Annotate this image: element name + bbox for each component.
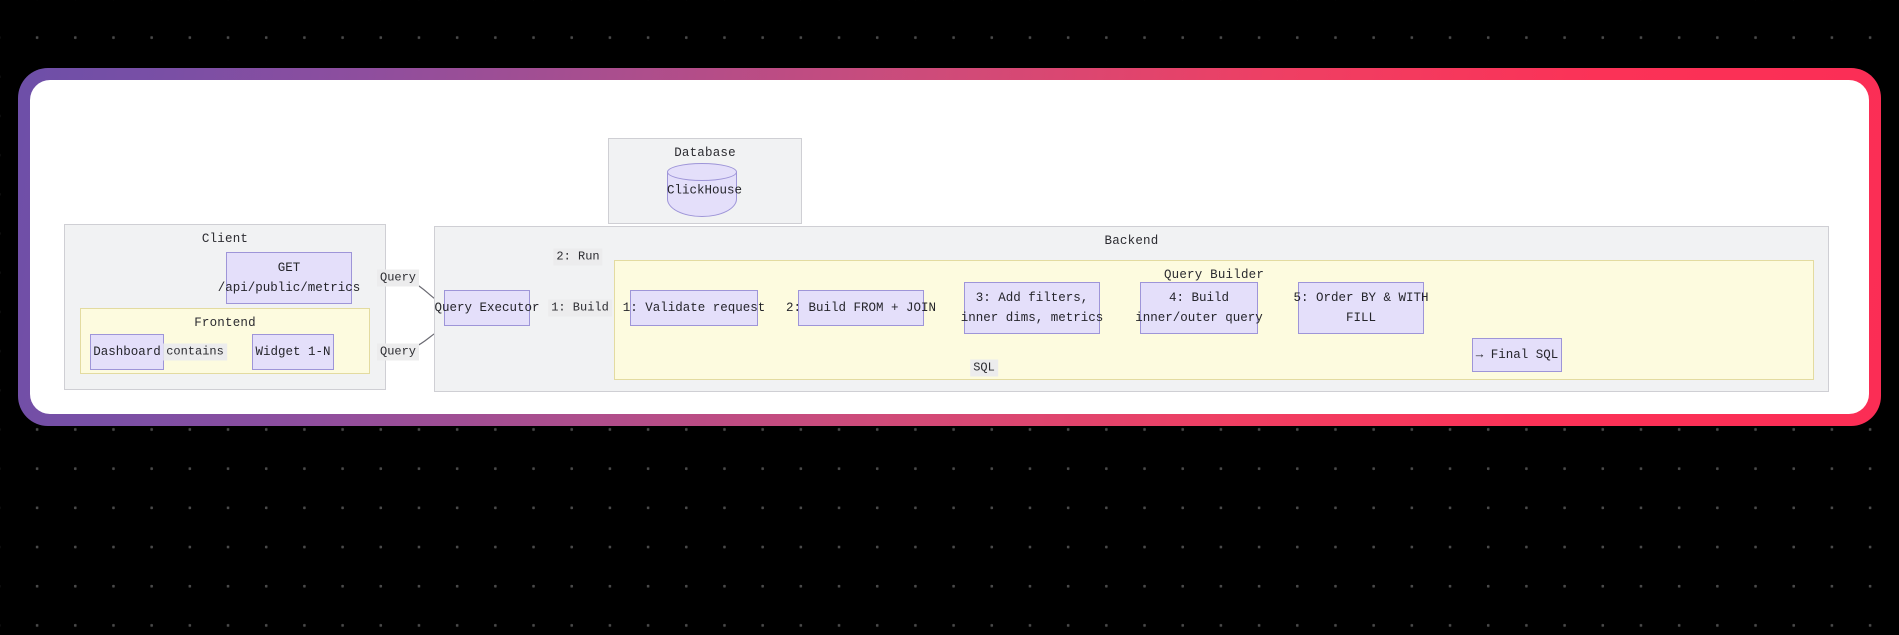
- edge-label-build: 1: Build: [548, 299, 612, 317]
- node-step-5-line2: FILL: [1345, 311, 1376, 325]
- node-step-5-line1: 5: Order BY & WITH: [1293, 290, 1429, 305]
- node-dashboard[interactable]: Dashboard: [90, 334, 164, 370]
- node-api-endpoint-method: GET: [277, 260, 301, 275]
- node-clickhouse-label: ClickHouse: [667, 183, 743, 198]
- node-final-sql[interactable]: → Final SQL: [1472, 338, 1562, 372]
- node-step-2-label: 2: Build FROM + JOIN: [785, 300, 937, 315]
- edge-label-query-bottom: Query: [376, 343, 420, 361]
- edge-label-run: 2: Run: [553, 248, 603, 266]
- node-widget[interactable]: Widget 1-N: [252, 334, 334, 370]
- node-step-4-line1: 4: Build: [1168, 290, 1229, 305]
- node-step-4-line2: inner/outer query: [1135, 311, 1263, 325]
- subgraph-query-builder-title: Query Builder: [1163, 268, 1265, 282]
- node-step-3-line1: 3: Add filters,: [975, 290, 1089, 305]
- node-api-endpoint[interactable]: GET /api/public/metrics: [218, 252, 360, 304]
- node-step-2[interactable]: 2: Build FROM + JOIN: [786, 290, 936, 326]
- edge-label-query-top: Query: [376, 269, 420, 287]
- node-query-executor[interactable]: Query Executor: [434, 290, 540, 326]
- gradient-frame: Client Frontend Database Backend Query B…: [18, 68, 1881, 426]
- node-step-3[interactable]: 3: Add filters, inner dims, metrics: [961, 282, 1103, 334]
- subgraph-database-title: Database: [674, 146, 736, 160]
- node-final-sql-label: → Final SQL: [1475, 347, 1559, 362]
- node-dashboard-label: Dashboard: [93, 344, 161, 359]
- diagram-canvas: Client Frontend Database Backend Query B…: [30, 80, 1869, 414]
- subgraph-client-title: Client: [201, 232, 249, 246]
- edge-label-contains: contains: [163, 343, 227, 361]
- node-step-4[interactable]: 4: Build inner/outer query: [1135, 282, 1263, 334]
- node-step-3-line2: inner dims, metrics: [960, 311, 1104, 325]
- subgraph-frontend-title: Frontend: [194, 316, 256, 330]
- cylinder-top: [667, 163, 737, 181]
- node-step-1[interactable]: 1: Validate request: [623, 290, 765, 326]
- edge-label-sql: SQL: [970, 359, 998, 377]
- node-widget-label: Widget 1-N: [255, 344, 331, 359]
- node-query-executor-label: Query Executor: [434, 300, 540, 315]
- node-step-5[interactable]: 5: Order BY & WITH FILL: [1293, 282, 1429, 334]
- node-clickhouse[interactable]: ClickHouse: [667, 163, 743, 217]
- node-step-1-label: 1: Validate request: [622, 300, 766, 315]
- subgraph-backend-title: Backend: [1104, 234, 1159, 248]
- subgraph-query-builder: Query Builder: [614, 260, 1814, 380]
- node-api-endpoint-path: /api/public/metrics: [217, 281, 361, 295]
